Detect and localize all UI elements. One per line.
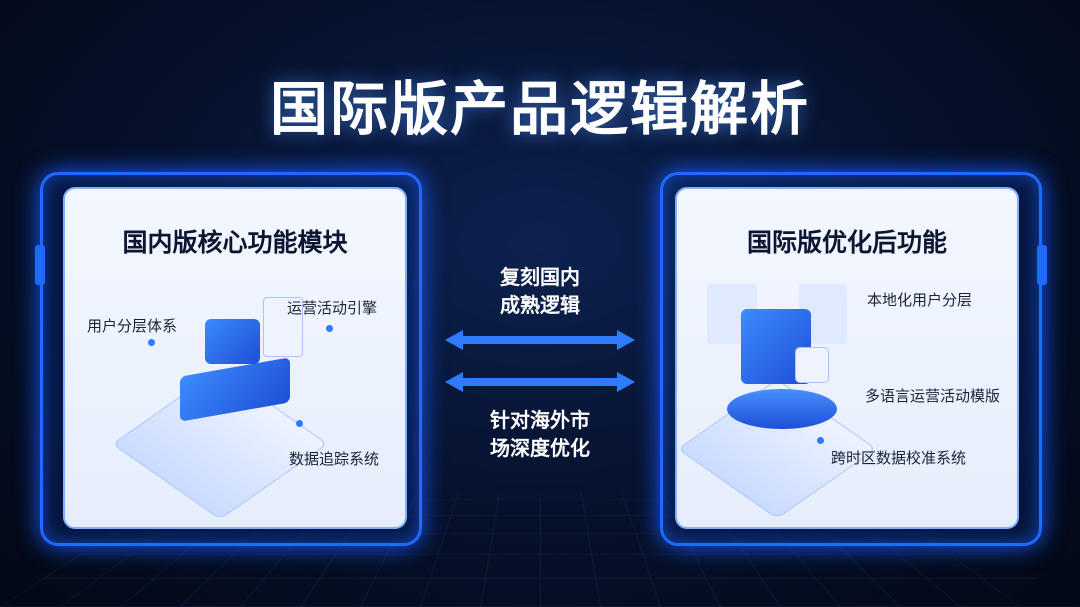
replicate-line-2: 成熟逻辑 (440, 291, 640, 319)
label-localized-tiering: 本地化用户分层 (867, 289, 972, 310)
international-panel: 国际版优化后功能 本地化用户分层 多语言运营活动模版 跨时区数据校准系统 (660, 172, 1042, 546)
replicate-text: 复刻国内 成熟逻辑 (440, 263, 640, 319)
double-arrow-icon (445, 372, 635, 392)
label-multilang-templates: 多语言运营活动模版 (865, 385, 1000, 406)
label-data-tracking: 数据追踪系统 (289, 448, 379, 469)
replicate-line-1: 复刻国内 (440, 263, 640, 291)
international-heading: 国际版优化后功能 (677, 223, 1017, 259)
domestic-heading: 国内版核心功能模块 (65, 223, 405, 259)
page-title: 国际版产品逻辑解析 (0, 62, 1080, 146)
label-timezone-calibration: 跨时区数据校准系统 (831, 447, 966, 468)
optimize-text: 针对海外市 场深度优化 (440, 406, 640, 462)
domestic-panel: 国内版核心功能模块 用户分层体系 运营活动引擎 数据追踪系统 (40, 172, 422, 546)
international-card: 国际版优化后功能 本地化用户分层 多语言运营活动模版 跨时区数据校准系统 (675, 187, 1019, 529)
frame-tab (35, 245, 45, 285)
optimize-line-1: 针对海外市 (440, 406, 640, 434)
frame-tab (1037, 245, 1047, 285)
double-arrow-icon (445, 330, 635, 350)
optimize-line-2: 场深度优化 (440, 434, 640, 462)
domestic-card: 国内版核心功能模块 用户分层体系 运营活动引擎 数据追踪系统 (63, 187, 407, 529)
label-user-tiering: 用户分层体系 (87, 315, 177, 336)
label-campaign-engine: 运营活动引擎 (287, 297, 377, 318)
